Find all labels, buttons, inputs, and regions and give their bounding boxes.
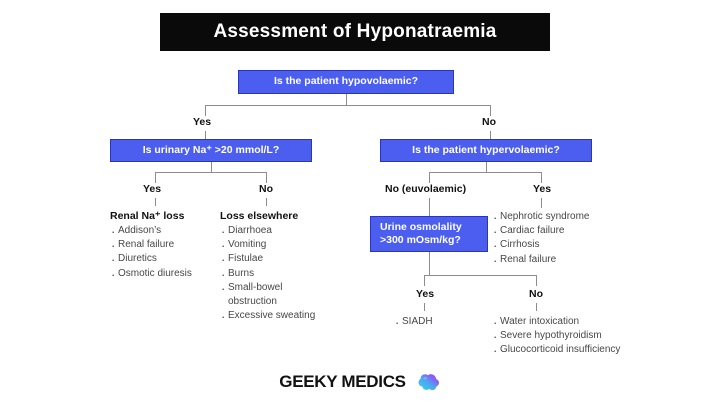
list-item: Excessive sweating: [220, 308, 350, 327]
list-item: Water intoxication: [492, 314, 672, 333]
connector-urna-left-drop: [155, 172, 156, 183]
list-items: Water intoxication Severe hypothyroidism…: [492, 314, 672, 361]
list-item: Vomiting: [220, 237, 350, 256]
decision-node-urine-osmolality[interactable]: Urine osmolality >300 mOsm/kg?: [370, 216, 488, 252]
decision-node-hypovolaemic-label: Is the patient hypovolaemic?: [273, 75, 419, 88]
footer-brand: GEEKY MEDICS: [0, 372, 720, 392]
connector-urna-bar: [155, 172, 266, 173]
connector-urna-stem: [211, 162, 212, 172]
list-item: Severe hypothyroidism: [492, 328, 672, 347]
list-siadh: SIADH: [394, 314, 494, 333]
decision-node-hypervolaemic-label: Is the patient hypervolaemic?: [412, 143, 560, 156]
list-heading: Loss elsewhere: [220, 210, 299, 222]
list-renal-na-loss: Renal Na⁺ loss Addison’s Renal failure D…: [110, 210, 216, 285]
branch-label-urna-yes: Yes: [143, 183, 162, 195]
page-title-text: Assessment of Hyponatraemia: [213, 21, 497, 42]
list-item: Fistulae: [220, 251, 350, 270]
list-item: Glucocorticoid insufficiency: [492, 342, 672, 361]
brain-icon: [415, 372, 441, 392]
list-item: Nephrotic syndrome: [492, 209, 652, 228]
connector-root-bar: [205, 105, 490, 106]
decision-node-urine-osmolality-line2: >300 mOsm/kg?: [380, 234, 461, 246]
list-items: Addison’s Renal failure Diuretics Osmoti…: [110, 223, 216, 285]
connector-root-stem: [346, 94, 347, 105]
branch-label-root-yes: Yes: [193, 116, 212, 128]
decision-node-hypovolaemic[interactable]: Is the patient hypovolaemic?: [238, 70, 454, 94]
list-loss-elsewhere: Loss elsewhere Diarrhoea Vomiting Fistul…: [220, 210, 350, 327]
list-item: Small-bowel obstruction: [220, 280, 350, 309]
connector-osm-no-tail: [536, 303, 537, 311]
connector-hyperv-bar: [429, 172, 541, 173]
connector-osm-left-riser: [429, 252, 430, 275]
connector-hyperv-right-drop: [541, 172, 542, 183]
connector-osm-bar: [424, 275, 536, 276]
list-item: Addison’s: [110, 223, 216, 242]
list-heading: Renal Na⁺ loss: [110, 210, 185, 222]
decision-node-hypervolaemic[interactable]: Is the patient hypervolaemic?: [380, 139, 592, 162]
list-item: Cardiac failure: [492, 223, 652, 242]
connector-hyperv-stem: [486, 162, 487, 172]
connector-urna-right-drop: [266, 172, 267, 183]
list-item: SIADH: [394, 314, 494, 333]
branch-label-urna-no: No: [259, 183, 273, 195]
connector-osm-yes-tail: [424, 303, 425, 311]
decision-node-urine-osmolality-line1: Urine osmolality: [380, 220, 462, 233]
connector-urna-no-tail: [266, 198, 267, 206]
connector-root-no-to-hyperv: [490, 131, 491, 139]
list-item: Burns: [220, 266, 350, 285]
list-hypervolaemic-causes: Nephrotic syndrome Cardiac failure Cirrh…: [492, 209, 652, 271]
list-item: Diarrhoea: [220, 223, 350, 242]
list-item: Osmotic diuresis: [110, 266, 216, 285]
connector-osm-left-drop: [424, 275, 425, 286]
list-osm-low-causes: Water intoxication Severe hypothyroidism…: [492, 314, 672, 361]
list-items: Nephrotic syndrome Cardiac failure Cirrh…: [492, 209, 652, 271]
decision-node-urinary-na[interactable]: Is urinary Na⁺ >20 mmol/L?: [110, 139, 312, 162]
list-item: Renal failure: [492, 252, 652, 271]
list-items: Diarrhoea Vomiting Fistulae Burns Small-…: [220, 223, 350, 327]
branch-label-root-no: No: [482, 116, 496, 128]
connector-hyperv-no-tail: [429, 198, 430, 216]
connector-osm-right-drop: [536, 275, 537, 286]
connector-root-yes-to-urna: [205, 131, 206, 139]
brand-name: GEEKY MEDICS: [279, 372, 406, 391]
connector-urna-yes-tail: [155, 198, 156, 206]
list-item: Diuretics: [110, 251, 216, 270]
branch-label-osm-yes: Yes: [416, 288, 435, 300]
connector-hyperv-yes-tail: [541, 198, 542, 208]
connector-root-left-drop: [205, 105, 206, 116]
list-item: Renal failure: [110, 237, 216, 256]
connector-root-right-drop: [490, 105, 491, 116]
decision-node-urinary-na-label: Is urinary Na⁺ >20 mmol/L?: [142, 143, 280, 156]
branch-label-osm-no: No: [529, 288, 543, 300]
list-items: SIADH: [394, 314, 494, 333]
branch-label-hyperv-yes: Yes: [533, 183, 552, 195]
list-item: Cirrhosis: [492, 237, 652, 256]
branch-label-hyperv-no: No (euvolaemic): [385, 183, 467, 195]
page-title: Assessment of Hyponatraemia: [160, 13, 550, 51]
connector-hyperv-left-drop: [429, 172, 430, 183]
